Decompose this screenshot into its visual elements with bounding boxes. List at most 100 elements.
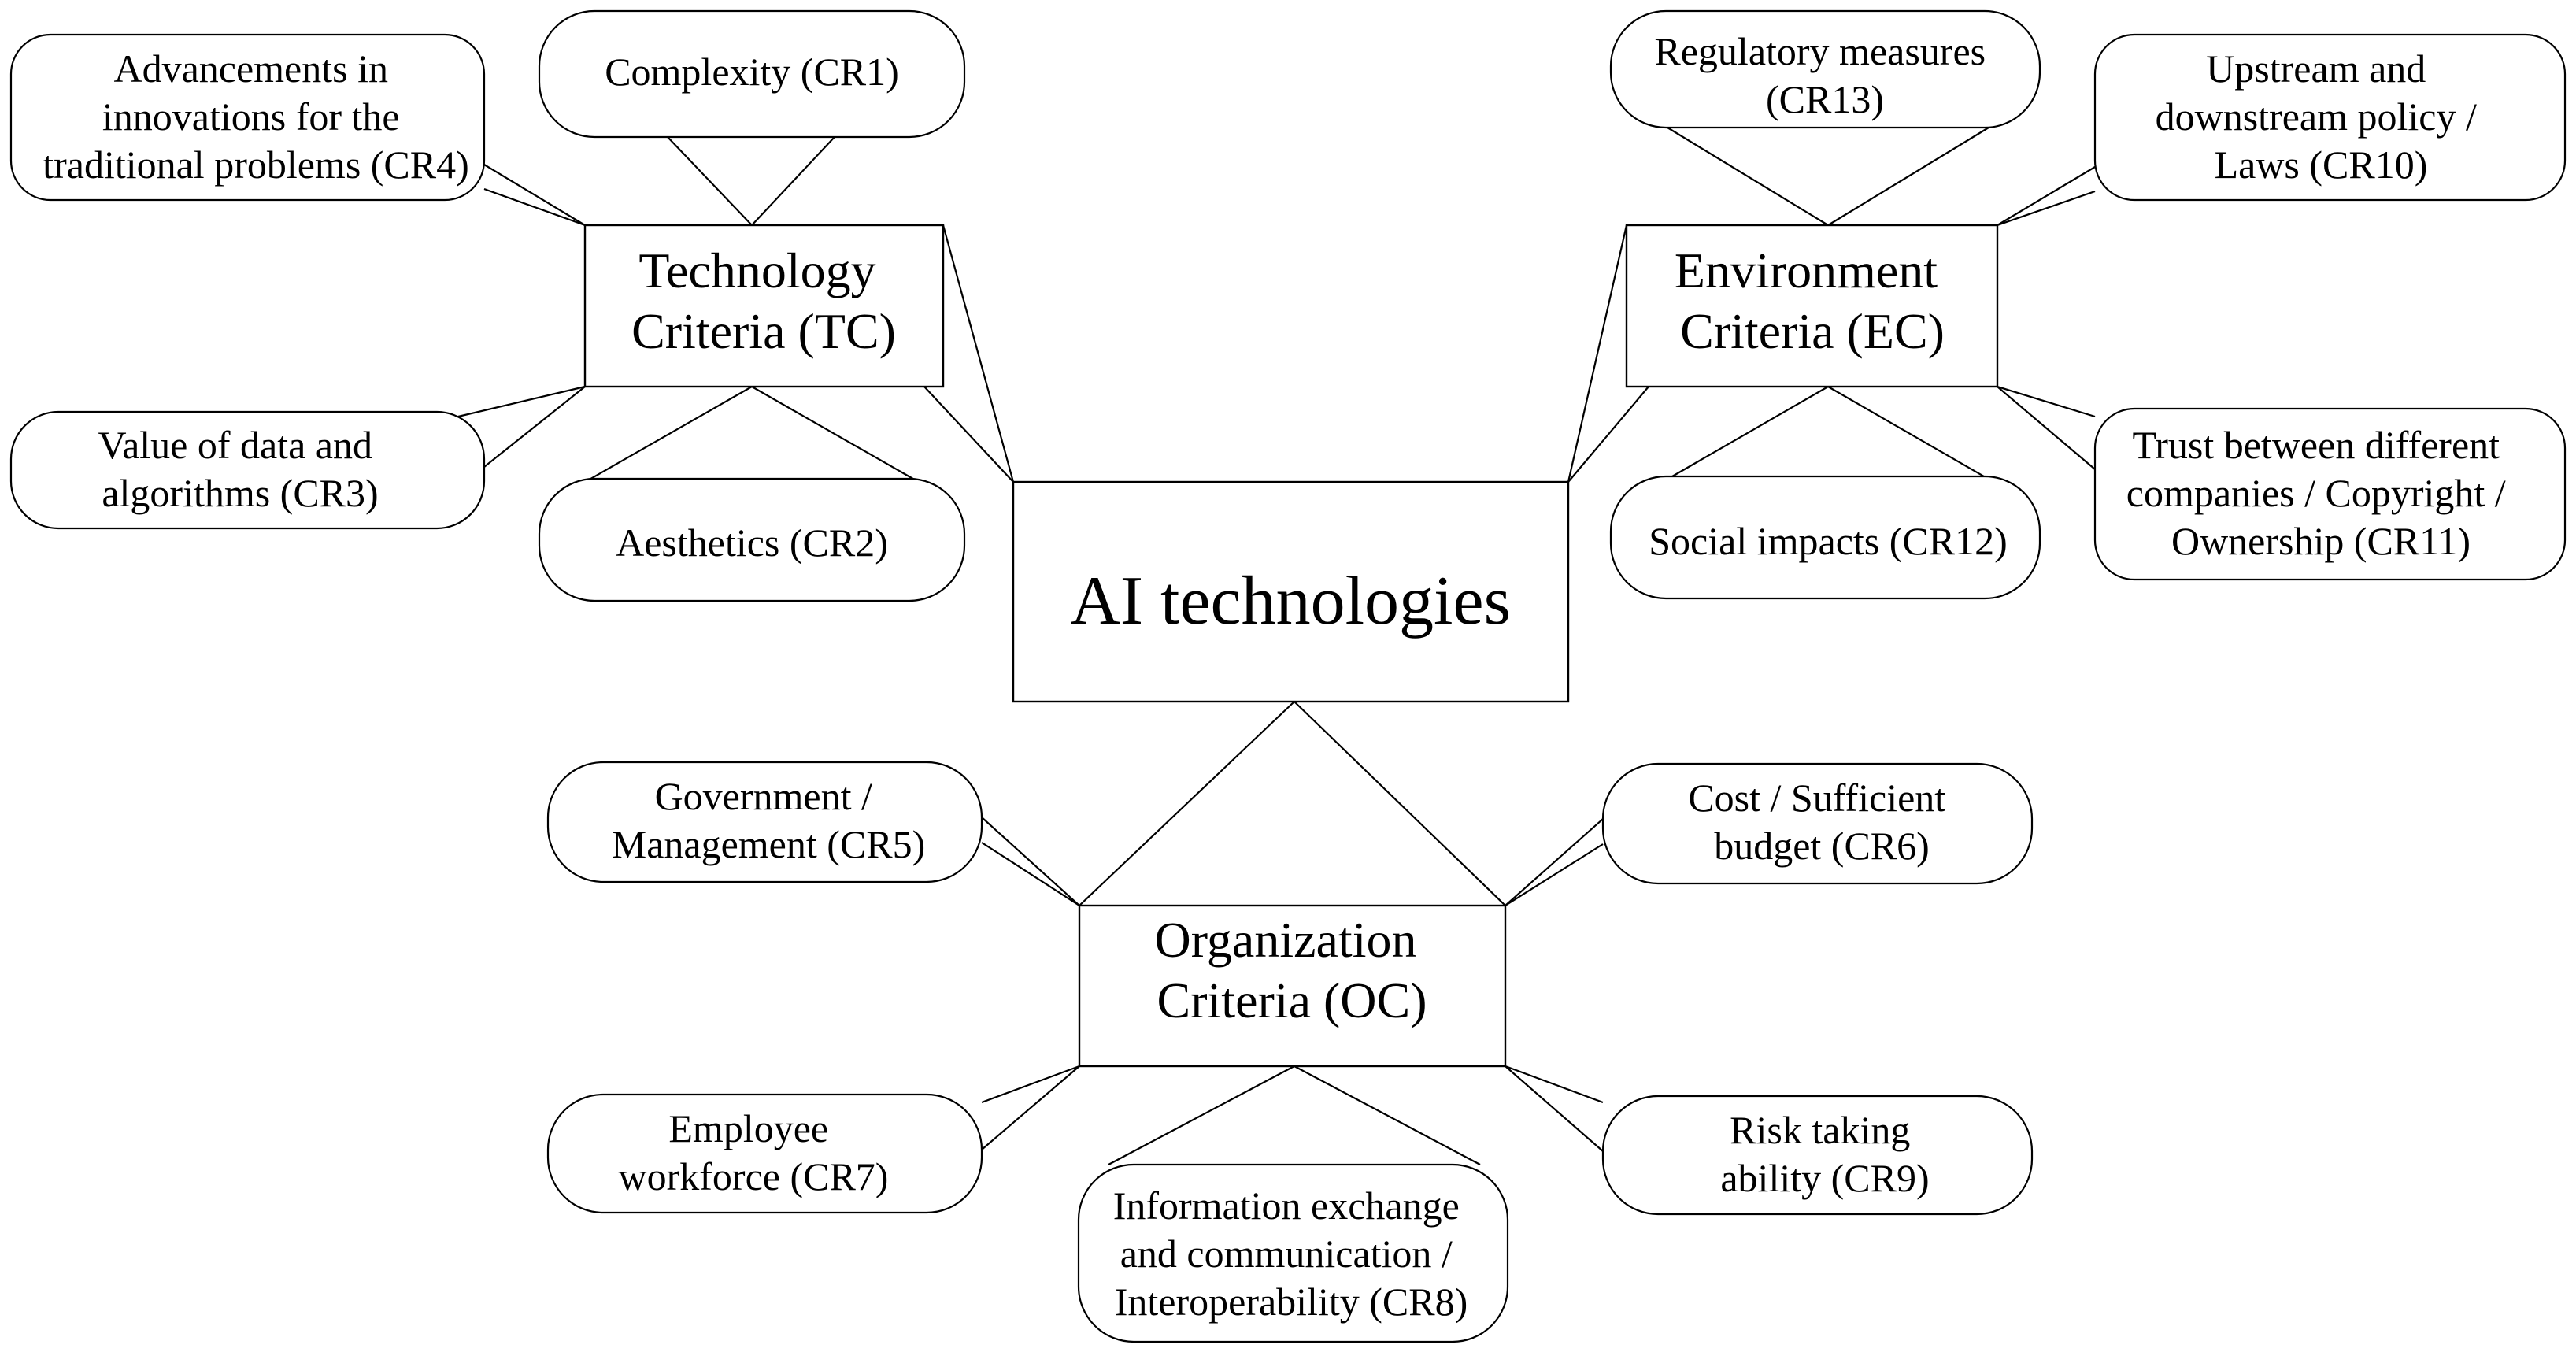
criterion-label: Upstream and downstream policy / Laws (C… (2156, 46, 2487, 187)
category-label: Technology Criteria (TC) (631, 243, 896, 359)
criterion-label-line: Value of data and (98, 423, 372, 467)
connectors (444, 127, 2096, 1165)
criterion-label-line: workforce (CR7) (619, 1154, 889, 1198)
category-box (583, 224, 945, 388)
criterion-label-line: Employee (668, 1106, 828, 1150)
connector-oc-root (1079, 701, 1295, 906)
connector-tc-cr4 (483, 164, 586, 226)
criterion-bubble (1609, 9, 2041, 129)
criterion-label-line: Cost / Sufficient (1688, 776, 1945, 820)
criterion-cr6: Cost / Sufficient budget (CR6) (1601, 762, 2034, 885)
category-label-line: Technology (638, 243, 875, 298)
criterion-label-line: Ownership (CR11) (2171, 519, 2471, 563)
connector-ec-cr13 (1667, 127, 1829, 226)
connector-tc-cr2 (751, 386, 935, 491)
criterion-label-line: algorithms (CR3) (102, 471, 378, 515)
connector-oc-cr8 (1294, 1065, 1481, 1165)
criterion-label-line: Management (CR5) (612, 822, 926, 866)
criterion-label-line: downstream policy / (2156, 94, 2477, 139)
criterion-bubble (9, 33, 486, 202)
connector-tc-cr2 (569, 386, 753, 491)
connector-ec-cr13 (1827, 127, 1989, 226)
category-tc: Technology Criteria (TC) (583, 224, 945, 388)
criterion-label-line: ability (CR9) (1720, 1156, 1929, 1200)
criterion-label: Advancements in innovations for the trad… (43, 46, 469, 187)
connector-oc-root (1294, 701, 1506, 906)
category-label-line: Organization (1155, 912, 1417, 968)
connector-tc-cr3 (483, 386, 586, 468)
criterion-label-line: budget (CR6) (1714, 824, 1930, 868)
category-label-line: Criteria (OC) (1157, 972, 1427, 1028)
criterion-label-line: Regulatory measures (1654, 29, 1986, 73)
criterion-label: Information exchange and communication /… (1113, 1183, 1470, 1324)
criterion-label-line: Social impacts (CR12) (1649, 519, 2008, 563)
category-box (1625, 224, 1999, 388)
category-label: Environment Criteria (EC) (1675, 243, 1950, 359)
criterion-label: Value of data and algorithms (CR3) (98, 423, 383, 515)
connector-oc-cr9 (1505, 1065, 1604, 1152)
criterion-cr13: Regulatory measures (CR13) (1609, 9, 2041, 129)
category-oc: Organization Criteria (OC) (1078, 904, 1507, 1068)
criterion-label-line: Trust between different (2132, 423, 2500, 467)
criterion-label: Regulatory measures (CR13) (1654, 29, 1995, 121)
criterion-bubble (2093, 407, 2567, 581)
category-box (1078, 904, 1507, 1068)
criterion-label-line: Aesthetics (CR2) (616, 520, 888, 565)
criterion-label: Cost / Sufficient budget (CR6) (1688, 776, 1955, 868)
root-node (1012, 480, 1570, 703)
criterion-bubble (2093, 33, 2567, 202)
criterion-bubble (1609, 475, 2041, 600)
root-label: AI technologies (1070, 563, 1511, 639)
criterion-label-line: (CR13) (1766, 77, 1884, 121)
connector-oc-cr7 (981, 1065, 1080, 1150)
criterion-cr2: Aesthetics (CR2) (538, 477, 966, 602)
criterion-label-line: companies / Copyright / (2126, 471, 2506, 515)
criterion-cr12: Social impacts (CR12) (1609, 475, 2041, 600)
criterion-bubble (1601, 762, 2034, 885)
criterion-label-line: Government / (655, 774, 872, 818)
criterion-label-line: and communication / (1120, 1232, 1453, 1276)
criterion-cr10: Upstream and downstream policy / Laws (C… (2093, 33, 2567, 202)
criterion-bubble (1601, 1095, 2034, 1216)
criterion-bubble (9, 410, 486, 530)
criterion-bubble (538, 9, 966, 139)
criterion-label: Trust between different companies / Copy… (2126, 423, 2515, 563)
connector-oc-cr5 (981, 842, 1080, 906)
criterion-bubble (1077, 1163, 1509, 1343)
category-label-line: Environment (1675, 243, 1938, 298)
connector-ec-cr11 (1997, 385, 2096, 418)
criterion-bubble (546, 1093, 983, 1214)
criterion-label: Social impacts (CR12) (1649, 519, 2008, 563)
criterion-cr7: Employee workforce (CR7) (546, 1093, 983, 1214)
criterion-label: Employee workforce (CR7) (619, 1106, 889, 1198)
connector-tc-cr3 (444, 385, 586, 421)
connector-oc-cr5 (981, 817, 1080, 906)
connector-tc-root (942, 224, 1015, 483)
connector-oc-cr9 (1505, 1065, 1604, 1104)
criterion-cr3: Value of data and algorithms (CR3) (9, 410, 486, 530)
category-label-line: Criteria (TC) (631, 303, 896, 359)
criterion-cr8: Information exchange and communication /… (1077, 1163, 1509, 1343)
criterion-cr9: Risk taking ability (CR9) (1601, 1095, 2034, 1216)
criterion-bubble (546, 761, 983, 883)
criterion-cr5: Government / Management (CR5) (546, 761, 983, 883)
criterion-label-line: Risk taking (1730, 1108, 1910, 1152)
connector-ec-cr10 (1997, 166, 2096, 226)
connector-tc-cr1 (751, 136, 835, 226)
criterion-cr11: Trust between different companies / Copy… (2093, 407, 2567, 581)
connector-oc-cr7 (981, 1065, 1080, 1104)
category-ec: Environment Criteria (EC) (1625, 224, 1999, 388)
criterion-label: Aesthetics (CR2) (616, 520, 888, 565)
connector-tc-cr1 (667, 136, 753, 226)
criterion-label-line: traditional problems (CR4) (43, 143, 469, 187)
criterion-label-line: Laws (CR10) (2215, 143, 2428, 187)
connector-ec-cr11 (1997, 386, 2096, 470)
connector-ec-cr12 (1827, 386, 2005, 489)
criterion-label-line: Upstream and (2206, 46, 2426, 91)
criterion-label-line: Interoperability (CR8) (1115, 1280, 1468, 1324)
connector-ec-root (1567, 386, 1649, 483)
connector-tc-cr4 (483, 187, 586, 227)
connector-oc-cr8 (1108, 1065, 1295, 1165)
category-label: Organization Criteria (OC) (1155, 912, 1430, 1028)
